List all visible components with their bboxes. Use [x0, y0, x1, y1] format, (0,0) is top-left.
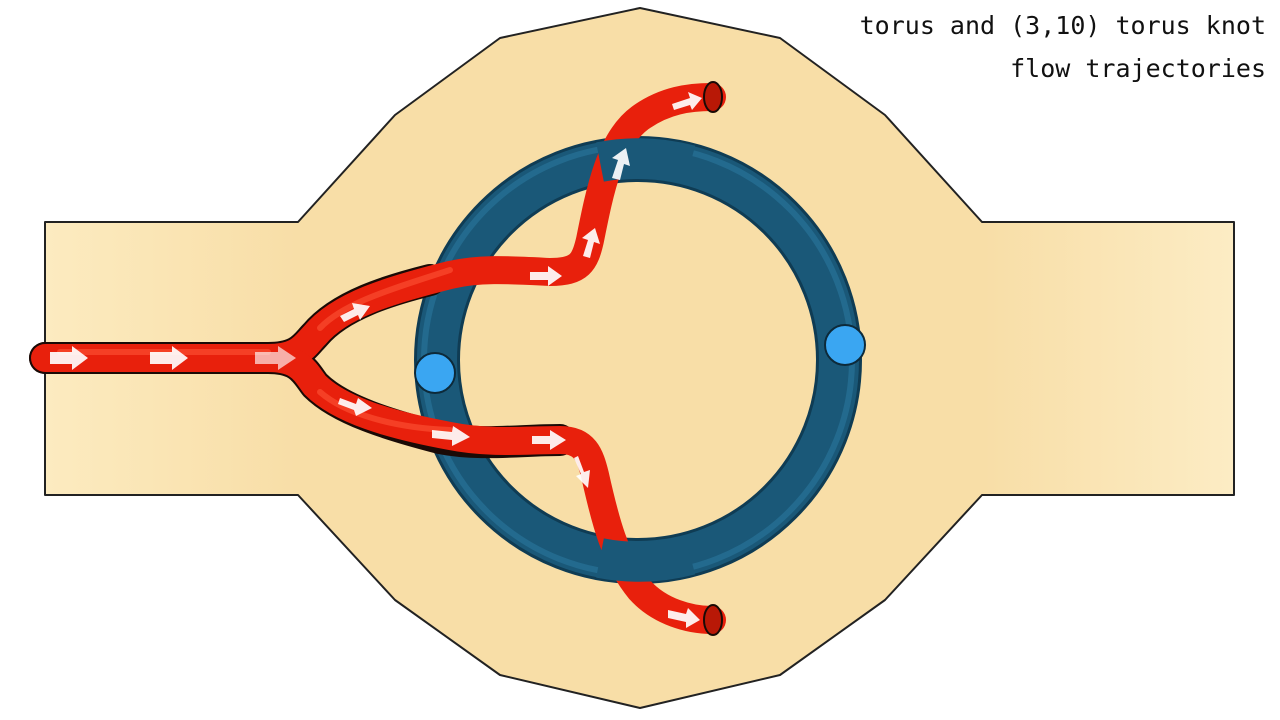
flow-arrow-icon — [255, 346, 296, 370]
housing-right-fade — [984, 223, 1233, 494]
torus-front-top — [596, 138, 696, 185]
caption-line-1: torus and (3,10) torus knot — [859, 11, 1266, 40]
flow-arrows — [50, 92, 702, 628]
housing-body — [44, 7, 1235, 709]
flow-arrow-icon — [432, 426, 470, 446]
marker-dot-icon — [824, 324, 866, 366]
flow-arrow-icon — [338, 398, 372, 416]
torus-front-segments — [596, 138, 696, 582]
flow-arrow-icon — [340, 303, 370, 322]
flow-arrow-icon — [668, 608, 700, 628]
knot-end-top — [703, 81, 723, 113]
flow-arrow-icon — [150, 346, 188, 370]
knot-end-bottom — [703, 604, 723, 636]
flow-arrow-icon — [672, 92, 702, 110]
flow-arrow-icon — [532, 430, 566, 450]
flow-arrow-icon — [582, 228, 600, 258]
flow-arrow-icon — [612, 148, 630, 180]
flow-arrow-icon — [530, 266, 562, 286]
markers — [414, 324, 866, 394]
marker-dot-icon — [414, 352, 456, 394]
flow-arrow-icon — [50, 346, 88, 370]
caption: torus and (3,10) torus knot flow trajecto… — [860, 4, 1266, 90]
caption-line-2: flow trajectories — [1010, 54, 1266, 83]
flow-arrow-icon — [574, 456, 590, 488]
torus-front-bottom — [596, 535, 696, 582]
